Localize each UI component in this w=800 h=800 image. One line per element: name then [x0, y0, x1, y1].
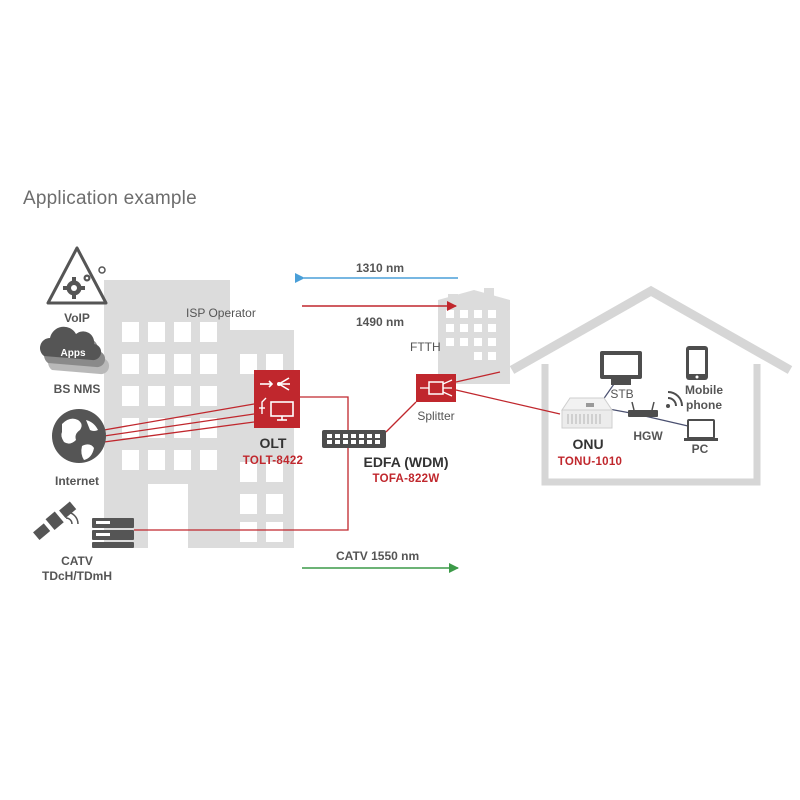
isp-building	[104, 280, 294, 548]
pc-laptop-icon	[684, 419, 718, 441]
satellite-icon	[33, 501, 79, 541]
upstream-label: 1310 nm	[356, 261, 404, 275]
internet-globe-icon	[52, 409, 106, 463]
voip-icon	[46, 246, 108, 305]
hgw-router-icon	[628, 401, 658, 417]
apps-badge: Apps	[61, 348, 86, 359]
mobile-label: Mobile	[685, 383, 723, 397]
onu-device	[561, 397, 613, 429]
hgw-label: HGW	[633, 429, 663, 443]
edfa-device	[322, 430, 386, 448]
ftth-label: FTTH	[410, 340, 441, 354]
edfa-model: TOFA-822W	[372, 473, 439, 485]
splitter-device	[416, 374, 456, 402]
voip-label: VoIP	[64, 311, 90, 325]
olt-device	[254, 370, 300, 428]
ftth-building	[438, 288, 510, 384]
page-title: Application example	[23, 188, 197, 209]
internet-label: Internet	[55, 474, 99, 488]
signal-arrows	[295, 273, 459, 573]
wifi-icon	[666, 391, 683, 408]
splitter-label: Splitter	[417, 409, 454, 423]
mobile-phone-icon	[686, 346, 708, 380]
tv-icon	[600, 351, 642, 385]
pc-label: PC	[692, 442, 709, 456]
catv-signal-label: CATV 1550 nm	[336, 549, 419, 563]
mobile-sub-label: phone	[686, 398, 722, 412]
bs-nms-icon: Apps	[40, 326, 110, 375]
edfa-name: EDFA (WDM)	[363, 454, 448, 470]
house-outline	[509, 285, 793, 486]
olt-name: OLT	[260, 435, 287, 451]
isp-operator-label: ISP Operator	[186, 306, 256, 320]
downstream-label: 1490 nm	[356, 315, 404, 329]
fiber-links	[103, 371, 561, 531]
stb-label: STB	[610, 387, 633, 401]
catv-sub-label: TDcH/TDmH	[42, 569, 112, 583]
onu-model: TONU-1010	[558, 456, 622, 468]
bs-nms-label: BS NMS	[54, 382, 101, 396]
catv-label: CATV	[61, 554, 93, 568]
olt-model: TOLT-8422	[243, 455, 303, 467]
onu-name: ONU	[572, 436, 603, 452]
catv-headend-icon	[92, 518, 134, 548]
